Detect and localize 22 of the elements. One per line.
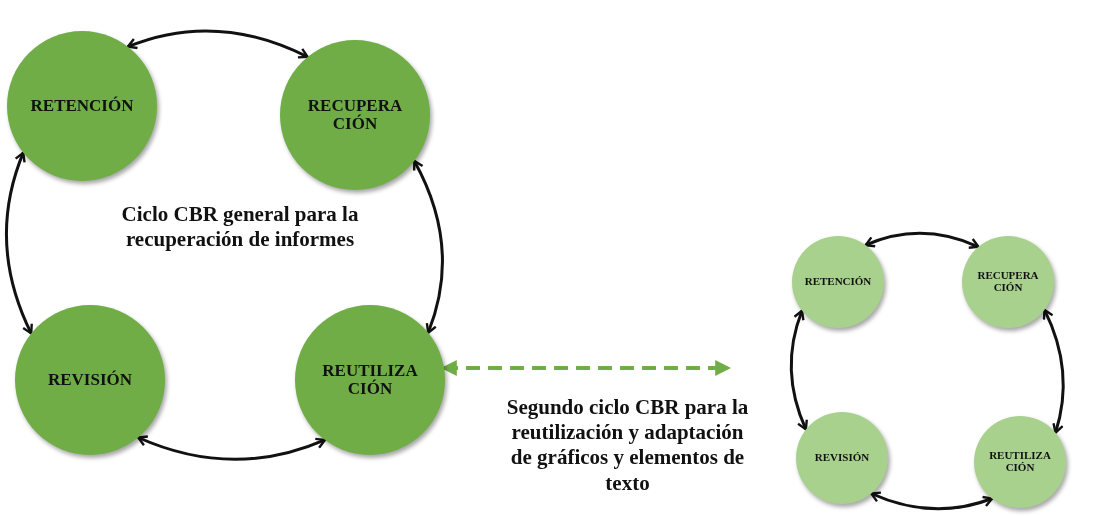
double-arrow: [126, 29, 309, 59]
process-circle: [796, 412, 888, 504]
circle-label: REUTILIZA CIÓN: [988, 450, 1052, 474]
process-circle: [974, 416, 1066, 508]
circle-label: RETENCIÓN: [29, 97, 135, 115]
double-arrow: [137, 435, 327, 461]
double-arrow: [412, 159, 444, 334]
process-circle: [792, 236, 884, 328]
double-arrow: [864, 231, 980, 250]
double-arrow: [5, 151, 34, 335]
process-circle: [962, 236, 1054, 328]
double-arrow: [1042, 308, 1065, 434]
circle-label: RECUPERA CIÓN: [306, 97, 404, 133]
circle-label: RECUPERA CIÓN: [976, 270, 1040, 294]
circle-label: RETENCIÓN: [803, 276, 873, 288]
double-arrow: [870, 491, 994, 511]
circle-label: REVISIÓN: [46, 371, 134, 389]
double-arrow: [789, 309, 809, 431]
cycle-caption: Ciclo CBR general para la recuperación de informes: [120, 202, 360, 253]
circle-label: REVISIÓN: [813, 452, 871, 464]
circle-label: REUTILIZA CIÓN: [321, 362, 419, 398]
cycle-caption: Segundo ciclo CBR para la reutilización y adaptación de gráficos y elementos de texto: [505, 395, 750, 496]
